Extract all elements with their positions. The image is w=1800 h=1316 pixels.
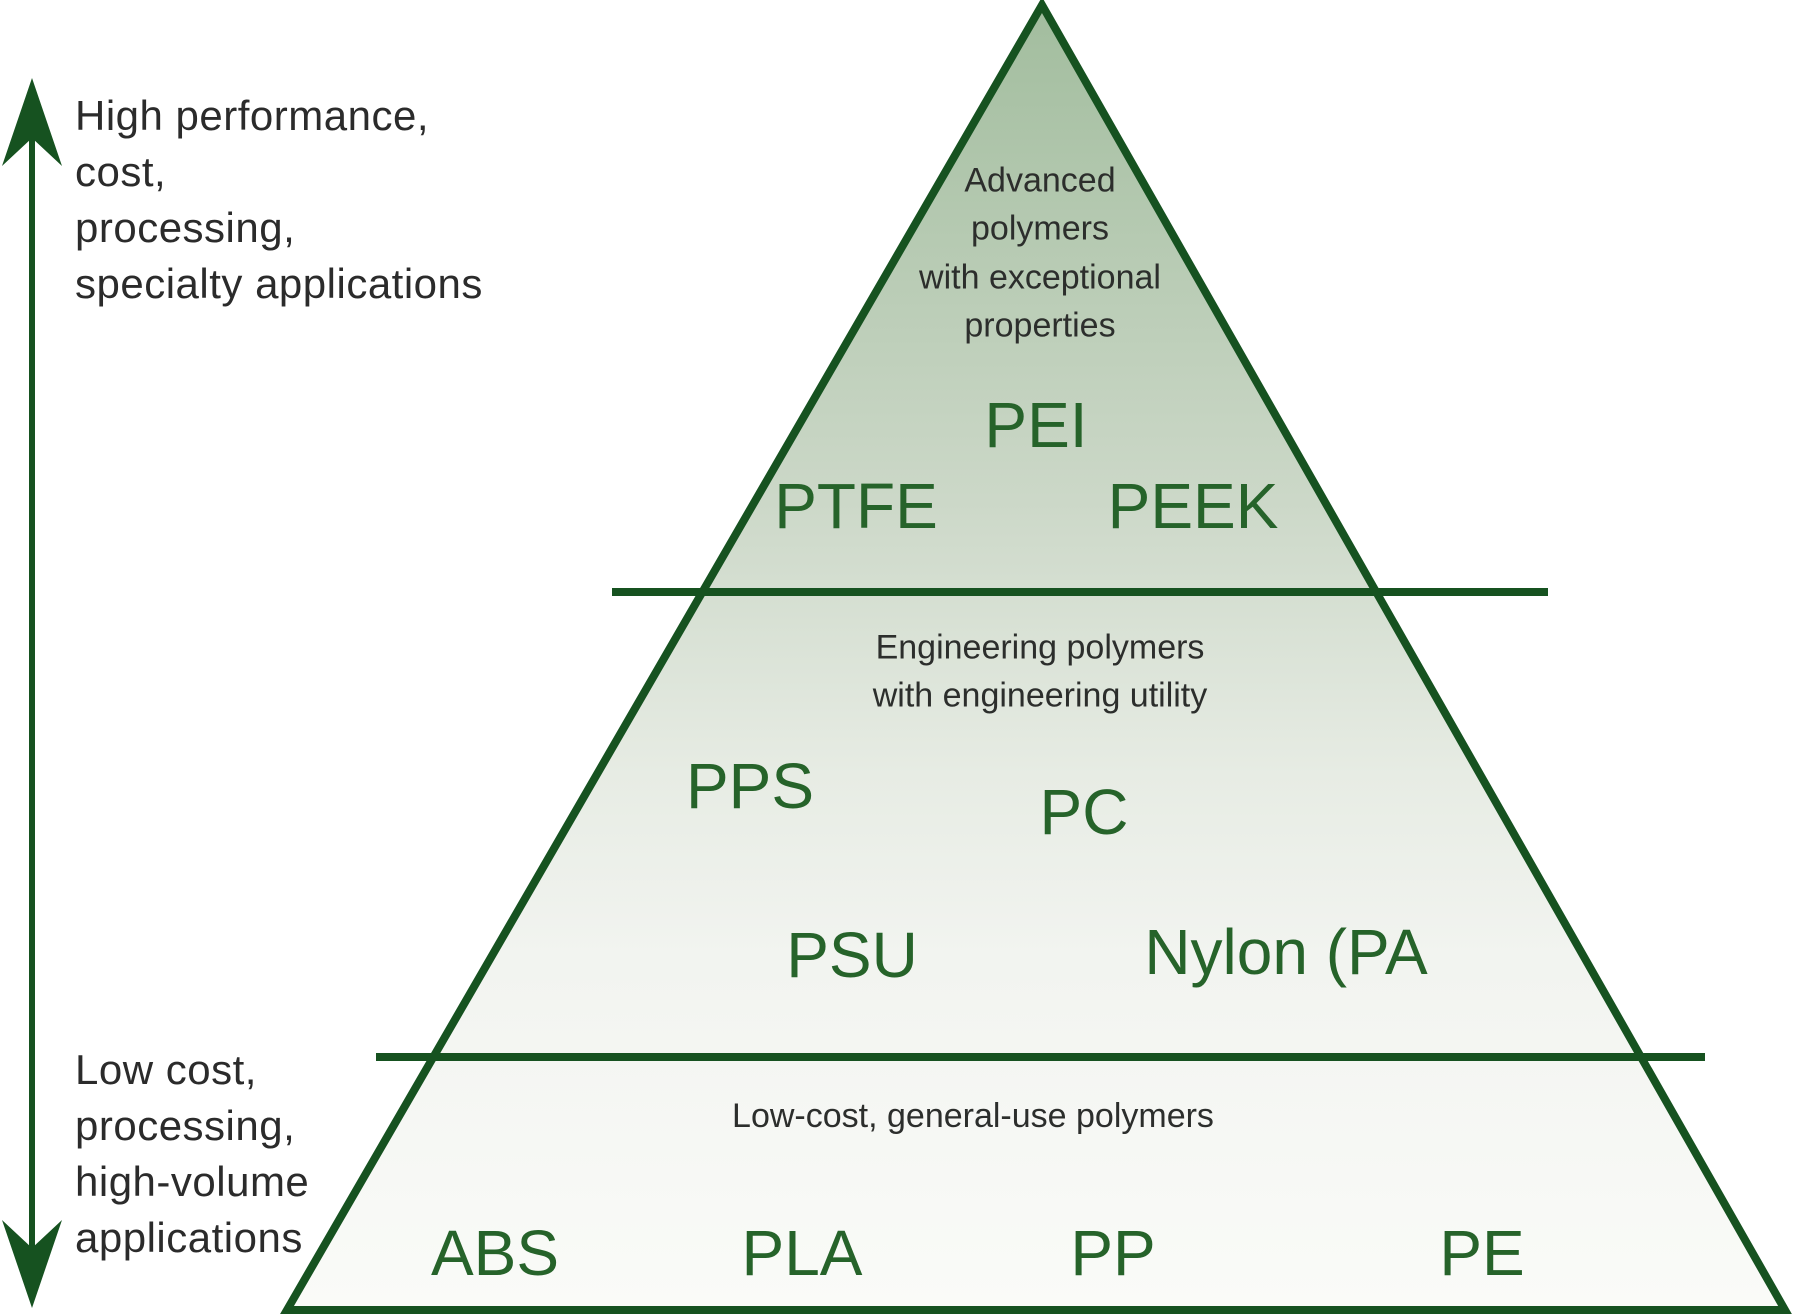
pyramid-triangle-shape	[280, 0, 1792, 1314]
arrow-up-icon	[2, 78, 62, 166]
material-label-pe: PE	[1439, 1217, 1525, 1289]
material-label-ptfe: PTFE	[774, 470, 938, 542]
material-label-pla: PLA	[741, 1217, 863, 1289]
material-label-peek: PEEK	[1107, 470, 1279, 542]
material-label-nylon-pa: Nylon (PA	[1144, 916, 1428, 988]
axis-label-low-cost: Low cost, processing, high-volume applic…	[75, 1046, 310, 1261]
tier-description-low-cost: Low-cost, general-use polymers	[732, 1096, 1214, 1135]
material-label-pps: PPS	[685, 750, 815, 822]
axis-label-high-performance: High performance, cost, processing, spec…	[75, 92, 483, 307]
material-label-pp: PP	[1070, 1217, 1156, 1289]
tier-description-engineering: Engineering polymers with engineering ut…	[872, 628, 1208, 715]
material-label-pei: PEI	[984, 389, 1088, 461]
arrow-down-icon	[2, 1220, 62, 1308]
material-label-psu: PSU	[786, 919, 918, 991]
material-label-abs: ABS	[430, 1217, 560, 1289]
material-label-pc: PC	[1039, 776, 1129, 848]
tier-description-advanced: Advanced polymers with exceptional prope…	[919, 161, 1161, 345]
